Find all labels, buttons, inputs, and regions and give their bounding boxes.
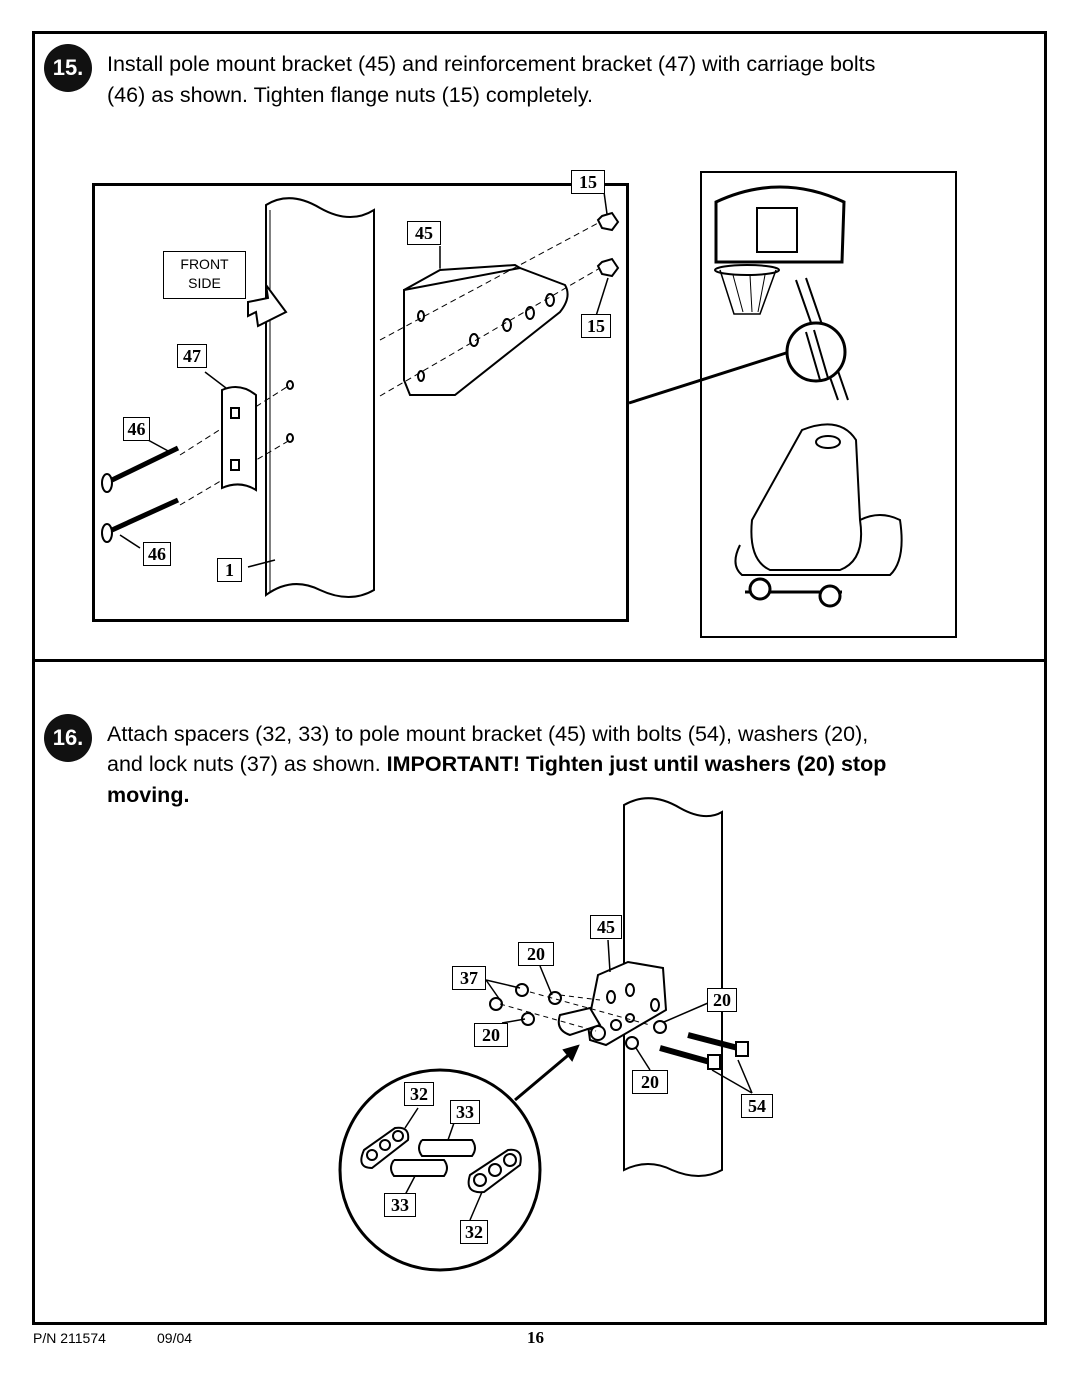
basketball-hoop-illustration [714,185,903,608]
front-side-label: FRONT SIDE [163,251,246,299]
label-54: 54 [741,1094,773,1118]
label-15-top: 15 [571,170,605,194]
page-frame [32,31,1047,1325]
spacer-detail-circle [338,1068,542,1272]
label-1: 1 [217,558,242,582]
label-45: 45 [407,221,441,245]
step-16-line-2-normal: and lock nuts (37) as shown. [107,752,387,776]
carriage-bolts-46 [101,445,180,543]
step-16-line-2: and lock nuts (37) as shown. IMPORTANT! … [107,749,886,780]
pole-illustration-15 [265,197,375,598]
step-15-line-1: Install pole mount bracket (45) and rein… [107,52,876,76]
step-15-badge: 15. [44,44,92,92]
pole-mount-bracket-16 [557,960,668,1047]
part-number: P/N 211574 [33,1330,106,1346]
label-47: 47 [177,344,207,368]
label-45-step16: 45 [590,915,622,939]
step-16-line-1: Attach spacers (32, 33) to pole mount br… [107,722,869,746]
label-33-bottom: 33 [384,1193,416,1217]
label-33-top: 33 [450,1100,480,1124]
front-label-text: FRONT [180,256,229,272]
label-37: 37 [452,966,486,990]
label-32-top: 32 [404,1082,434,1106]
label-46-bottom: 46 [143,542,171,566]
label-20-right: 20 [707,988,737,1012]
label-20-left: 20 [474,1023,508,1047]
section-divider [32,659,1047,662]
step-16-important: IMPORTANT! Tighten just until washers (2… [386,752,887,776]
label-20-bottom: 20 [632,1070,668,1094]
label-20-top: 20 [518,942,554,966]
step-16-badge: 16. [44,714,92,762]
page-number: 16 [527,1328,544,1347]
label-32-bottom: 32 [460,1220,488,1244]
revision-date: 09/04 [157,1330,193,1346]
step-16-line-3: moving. [107,783,190,807]
pole-mount-bracket-45 [403,263,569,396]
label-46-top: 46 [123,417,150,441]
side-label-text: SIDE [188,275,221,291]
reinforcement-bracket-47 [221,385,257,492]
step-15-line-2: (46) as shown. Tighten flange nuts (15) … [107,83,593,107]
label-15-bottom: 15 [581,314,611,338]
